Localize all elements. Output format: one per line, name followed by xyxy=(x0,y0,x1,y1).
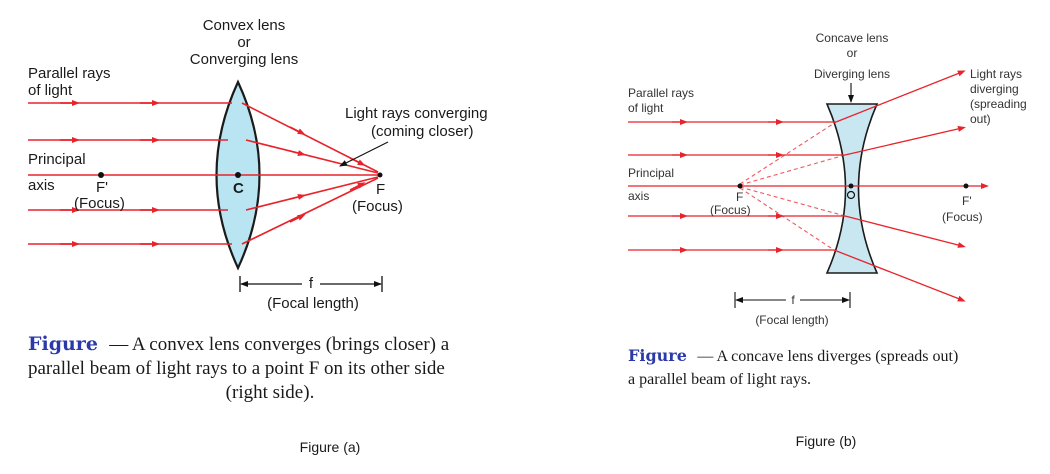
caption-a-line2: parallel beam of light rays to a point F… xyxy=(28,358,445,379)
focus-right-label-a: (Focus) xyxy=(352,198,403,215)
converging-ray-arrows-a xyxy=(289,126,366,223)
f-right-label-a: F xyxy=(376,181,385,198)
lens-title-a-line3: Converging lens xyxy=(190,51,298,68)
optical-center-ring-b xyxy=(846,190,856,200)
figure-b: Concave lens or Diverging lens Parallel … xyxy=(628,31,1027,449)
focus-point-left-b xyxy=(737,183,743,189)
f-prime-label-b: F' xyxy=(962,194,972,208)
caption-a-line1: Figure — A convex lens converges (brings… xyxy=(28,333,450,355)
caption-a-line3: (right side). xyxy=(226,382,315,403)
focus-left-label-b: (Focus) xyxy=(710,203,751,217)
principal-axis-label-b-1: Principal xyxy=(628,166,674,180)
caption-a-word: Figure xyxy=(28,333,98,355)
caption-a-text1: — A convex lens converges (brings closer… xyxy=(108,334,450,355)
diverging-label-2: diverging xyxy=(970,82,1019,96)
caption-b-word: Figure xyxy=(628,346,687,365)
lens-title-b-line3: Diverging lens xyxy=(814,67,890,81)
principal-axis-label-a-1: Principal xyxy=(28,151,86,168)
center-label-a: C xyxy=(233,180,244,197)
figure-b-label: Figure (b) xyxy=(796,433,857,449)
principal-axis-label-b-2: axis xyxy=(628,189,649,203)
incoming-ray-arrows-a xyxy=(60,100,160,247)
diverging-label-1: Light rays xyxy=(970,67,1022,81)
focal-length-label-b: (Focal length) xyxy=(755,313,828,327)
focus-point-left-a xyxy=(98,172,104,178)
converging-pointer xyxy=(339,141,389,167)
converging-label-2: (coming closer) xyxy=(371,123,474,140)
incoming-rays-a xyxy=(28,102,232,245)
parallel-rays-label-a-1: Parallel rays xyxy=(28,65,111,82)
caption-b-line1: Figure — A concave lens diverges (spread… xyxy=(628,346,958,365)
focus-left-label-a: (Focus) xyxy=(74,195,125,212)
figure-a: Convex lens or Converging lens Parallel … xyxy=(28,17,488,455)
lens-title-a-line2: or xyxy=(237,34,250,51)
center-point-b xyxy=(848,183,854,189)
caption-b-line2: a parallel beam of light rays. xyxy=(628,371,811,388)
diverging-label-3: (spreading xyxy=(970,97,1027,111)
f-symbol-label-a: f xyxy=(309,275,314,292)
concave-lens xyxy=(825,103,879,274)
converging-rays-a xyxy=(241,102,379,245)
converging-label-1: Light rays converging xyxy=(345,105,488,122)
lens-title-b-line1: Concave lens xyxy=(816,31,889,45)
focus-point-right-a xyxy=(377,172,383,178)
lens-title-a-line1: Convex lens xyxy=(203,17,286,34)
focal-length-label-a: (Focal length) xyxy=(267,295,359,312)
caption-b-text1: — A concave lens diverges (spreads out) xyxy=(696,348,958,365)
incoming-rays-b xyxy=(628,121,845,251)
f-left-label-b: F xyxy=(736,190,743,204)
focus-point-right-b xyxy=(963,183,969,189)
incoming-ray-arrows-b xyxy=(672,119,784,253)
center-point-a xyxy=(235,172,241,178)
f-prime-label-a: F' xyxy=(96,179,108,196)
parallel-rays-label-b-1: Parallel rays xyxy=(628,86,694,100)
lens-title-b-line2: or xyxy=(847,46,858,60)
f-symbol-label-b: f xyxy=(791,293,795,307)
parallel-rays-label-b-2: of light xyxy=(628,101,664,115)
parallel-rays-label-a-2: of light xyxy=(28,82,73,99)
diverging-rays-b xyxy=(833,70,966,302)
figure-a-label: Figure (a) xyxy=(300,439,361,455)
focus-right-label-b: (Focus) xyxy=(942,210,983,224)
virtual-ray-extensions-b xyxy=(739,121,846,251)
diverging-label-4: out) xyxy=(970,112,991,126)
principal-axis-label-a-2: axis xyxy=(28,177,55,194)
